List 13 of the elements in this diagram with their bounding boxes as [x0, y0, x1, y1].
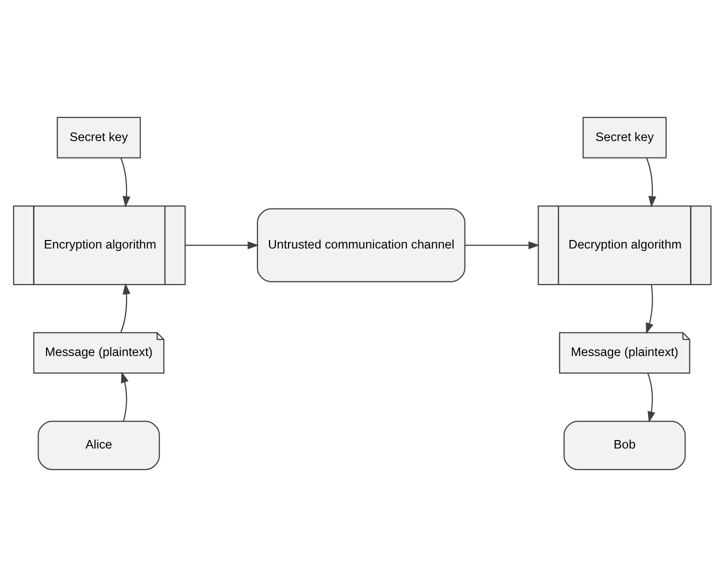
- arrow: [121, 372, 129, 422]
- arrow: [465, 241, 540, 250]
- arrow: [647, 372, 656, 423]
- node-box: Secret key: [582, 116, 667, 158]
- node-box: Secret key: [56, 116, 141, 158]
- node-box: Alice: [38, 420, 160, 470]
- arrow: [120, 158, 130, 208]
- arrow: [120, 283, 130, 333]
- arrow: [646, 158, 656, 208]
- arrow: [646, 284, 654, 334]
- node-box: Bob: [564, 420, 686, 470]
- node-box: Untrusted communication channel: [256, 208, 466, 282]
- arrow: [184, 241, 259, 250]
